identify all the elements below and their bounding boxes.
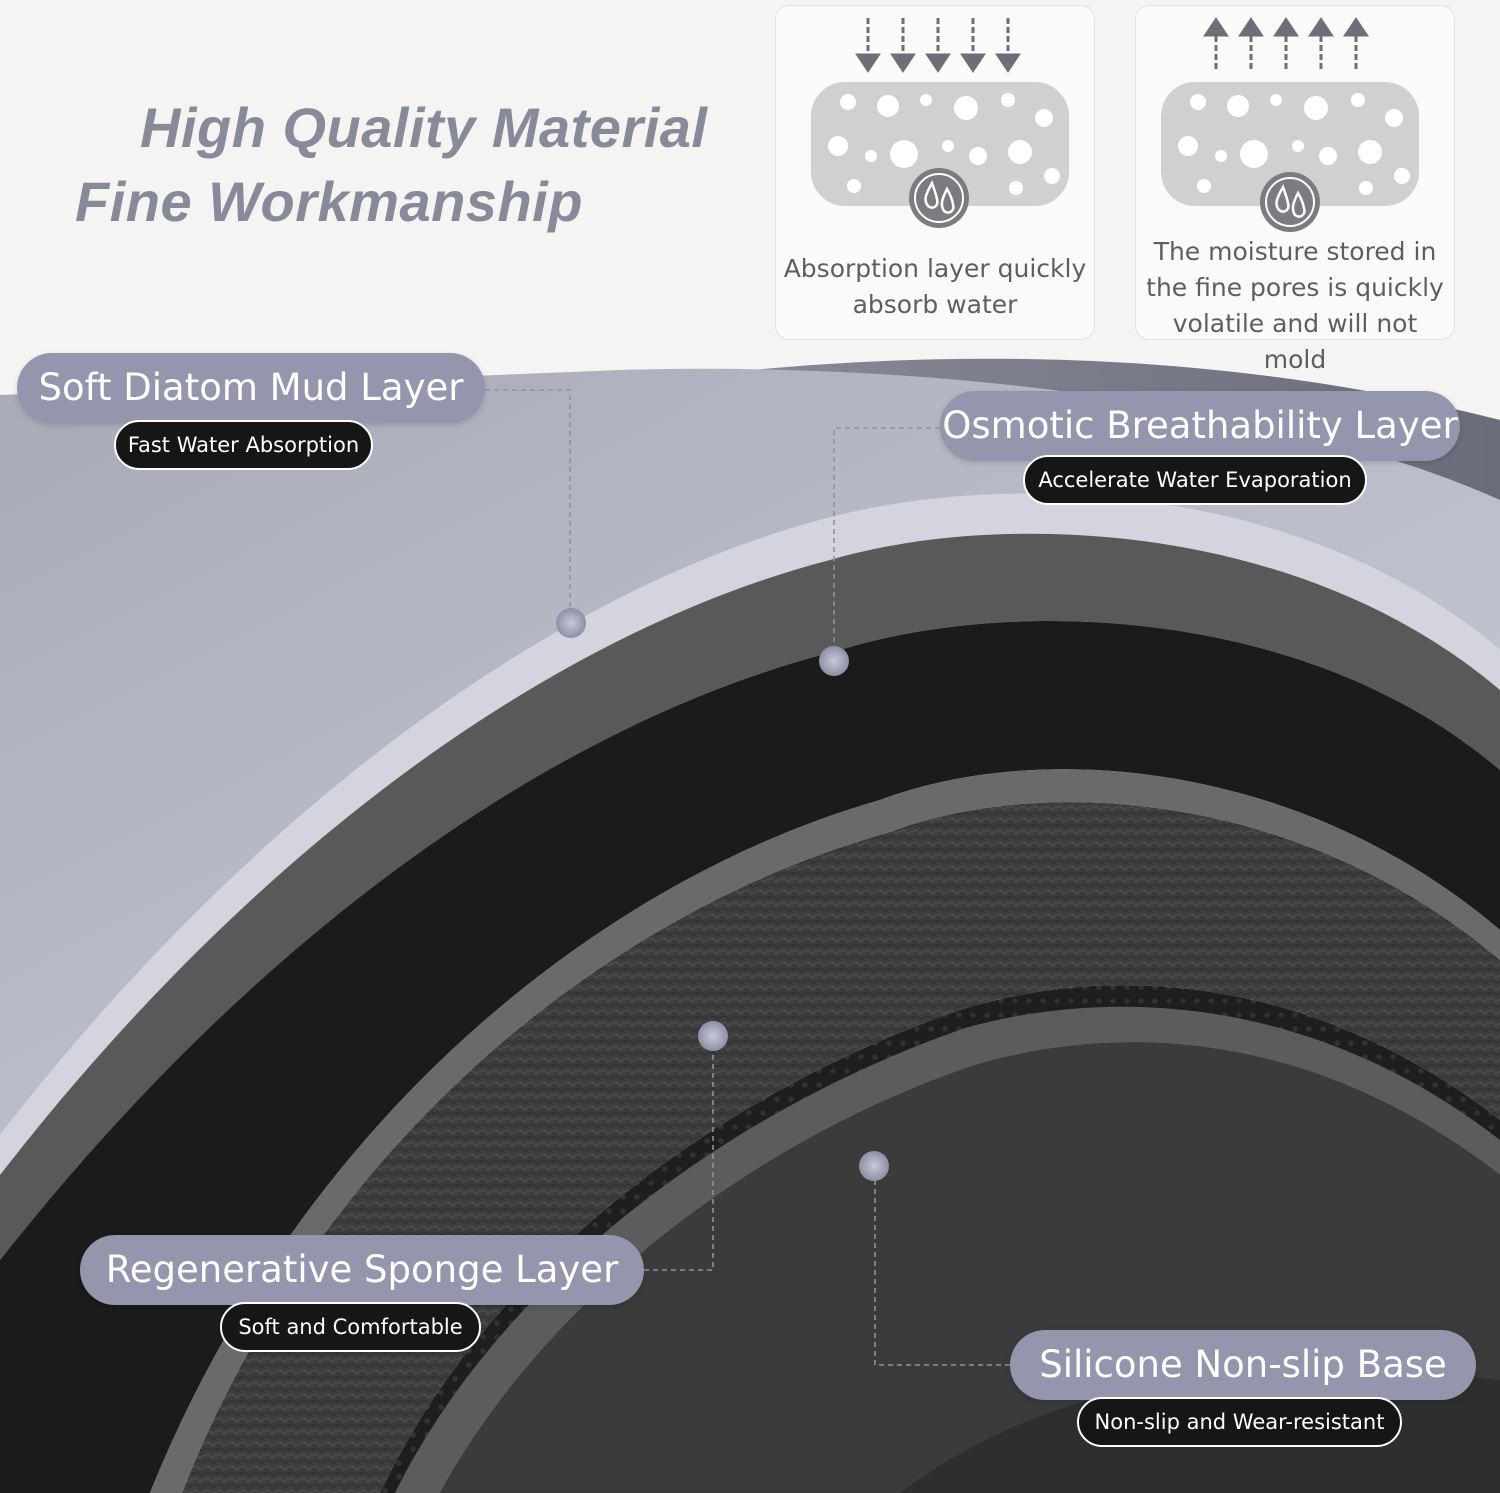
layer-label-silicone-base: Silicone Non-slip Base: [1010, 1330, 1476, 1400]
evaporation-diagram: [1161, 17, 1419, 232]
pores-icon: [828, 93, 1060, 195]
layer-feature-breathability: Accelerate Water Evaporation: [1023, 455, 1367, 505]
layer-label-diatom-mud: Soft Diatom Mud Layer: [17, 353, 485, 423]
water-drop-icon: [909, 168, 969, 228]
leader-line-3: [644, 1050, 714, 1271]
leader-line-4: [874, 1180, 1010, 1366]
layer-feature-diatom-mud: Fast Water Absorption: [114, 420, 373, 470]
evaporation-card-text: The moisture stored in the fine pores is…: [1146, 237, 1444, 374]
callout-dot-4: [859, 1151, 889, 1181]
water-drop-icon: [1260, 172, 1320, 232]
sponge-rim: [150, 769, 1500, 1493]
leader-line-2: [833, 427, 940, 648]
diatom-mud-layer: [0, 368, 1500, 1136]
diatom-layer-edge: [0, 493, 1500, 1176]
layer-label-breathability: Osmotic Breathability Layer: [940, 391, 1460, 461]
callout-dot-1: [556, 608, 586, 638]
arrows-down-icon: [855, 18, 1021, 73]
layer-feature-sponge: Soft and Comfortable: [220, 1302, 481, 1352]
layer-label-sponge: Regenerative Sponge Layer: [80, 1235, 644, 1305]
pores-icon: [1178, 93, 1410, 195]
arrows-up-icon: [1203, 17, 1369, 72]
absorption-diagram: [811, 18, 1069, 228]
headline-line-1: High Quality Material: [140, 96, 708, 159]
layer-feature-silicone-base: Non-slip and Wear-resistant: [1077, 1397, 1402, 1447]
absorption-info-card: Absorption layer quickly absorb water: [775, 5, 1095, 340]
evaporation-info-card: The moisture stored in the fine pores is…: [1135, 5, 1455, 374]
breathability-layer: [0, 533, 1500, 1260]
headline-line-2: Fine Workmanship: [75, 170, 583, 233]
sponge-layer: [0, 621, 1500, 1493]
callout-leader-lines: [485, 389, 1010, 1366]
callout-dot-2: [819, 646, 849, 676]
porous-layer-icon: [1161, 82, 1419, 206]
porous-layer-icon: [811, 82, 1069, 206]
absorption-card-text: Absorption layer quickly absorb water: [783, 254, 1087, 319]
leader-line-1: [485, 389, 571, 610]
grained-layer: [182, 802, 1500, 1493]
callout-dot-3: [698, 1021, 728, 1051]
